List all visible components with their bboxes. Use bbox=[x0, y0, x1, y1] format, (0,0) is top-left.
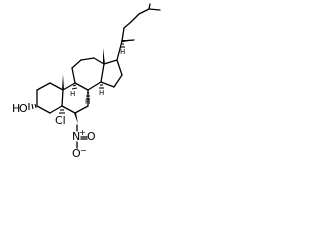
structure-diagram: H O Cl N + O O − H H H H bbox=[0, 0, 163, 199]
bond-c10-c1 bbox=[49, 82, 64, 91]
wedge-c21-methyl bbox=[121, 40, 134, 42]
nitro-bonds bbox=[76, 124, 88, 149]
bond-c20-c22 bbox=[121, 27, 125, 42]
bond-c13-c17 bbox=[103, 59, 118, 65]
wedge-c19-methyl bbox=[62, 74, 64, 90]
bond-c12-c13 bbox=[93, 57, 105, 65]
bond-c5-c10 bbox=[61, 89, 64, 107]
bond-c14-c8 bbox=[87, 81, 102, 91]
h9-label: H bbox=[70, 90, 75, 98]
ring-d bbox=[100, 59, 123, 88]
bond-c3-c4 bbox=[36, 105, 51, 114]
bond-c25-c26 bbox=[148, 8, 161, 11]
bond-c22-c23 bbox=[123, 21, 132, 29]
ring-a bbox=[36, 82, 64, 114]
wedge-c18-methyl bbox=[103, 48, 105, 64]
bond-c14-c13 bbox=[100, 63, 105, 83]
chloro-label: Cl bbox=[55, 114, 66, 127]
bond-c24-c25 bbox=[138, 8, 150, 15]
nitro-n-charge: + bbox=[79, 128, 86, 137]
bond-c9-c11 bbox=[71, 67, 76, 84]
hashed-bonds bbox=[28, 43, 125, 124]
nitro-o-charge: − bbox=[80, 146, 87, 155]
molecule-svg: H O Cl N + O O − H H H H bbox=[12, 3, 161, 160]
bond-c23-c24 bbox=[130, 13, 140, 23]
bond-c15-c14 bbox=[100, 81, 115, 88]
hydroxyl-h-label: H bbox=[12, 102, 20, 115]
bond-c17-c16 bbox=[116, 59, 123, 76]
bond-c7-c6 bbox=[74, 105, 89, 114]
bond-c16-c15 bbox=[113, 74, 123, 88]
wedge-c6-nitro bbox=[74, 113, 78, 124]
bond-c12-c13a bbox=[80, 57, 95, 61]
ring-c bbox=[71, 57, 105, 91]
nitro-o-top-label: O bbox=[87, 130, 96, 143]
nitro-n-label: N bbox=[72, 130, 80, 143]
bond-c11-c12 bbox=[71, 59, 82, 69]
ring-b bbox=[61, 82, 89, 114]
nitro-o-bottom-label: O bbox=[72, 147, 81, 160]
bond-c25-c27 bbox=[148, 3, 151, 10]
h8-label: H bbox=[85, 98, 90, 106]
h14-label: H bbox=[99, 89, 104, 97]
atom-labels: H O Cl N + O O − H H H H bbox=[12, 48, 125, 160]
h20-label: H bbox=[120, 48, 125, 56]
bond-c1-c2 bbox=[36, 82, 51, 91]
hydroxyl-o-label: O bbox=[19, 102, 28, 115]
bond-c6-c5 bbox=[61, 105, 76, 114]
bond-c8-c9 bbox=[74, 82, 89, 91]
methyl-wedges bbox=[62, 40, 134, 90]
bond-c4-c5 bbox=[49, 105, 63, 114]
bond-c9-c10 bbox=[62, 82, 76, 91]
